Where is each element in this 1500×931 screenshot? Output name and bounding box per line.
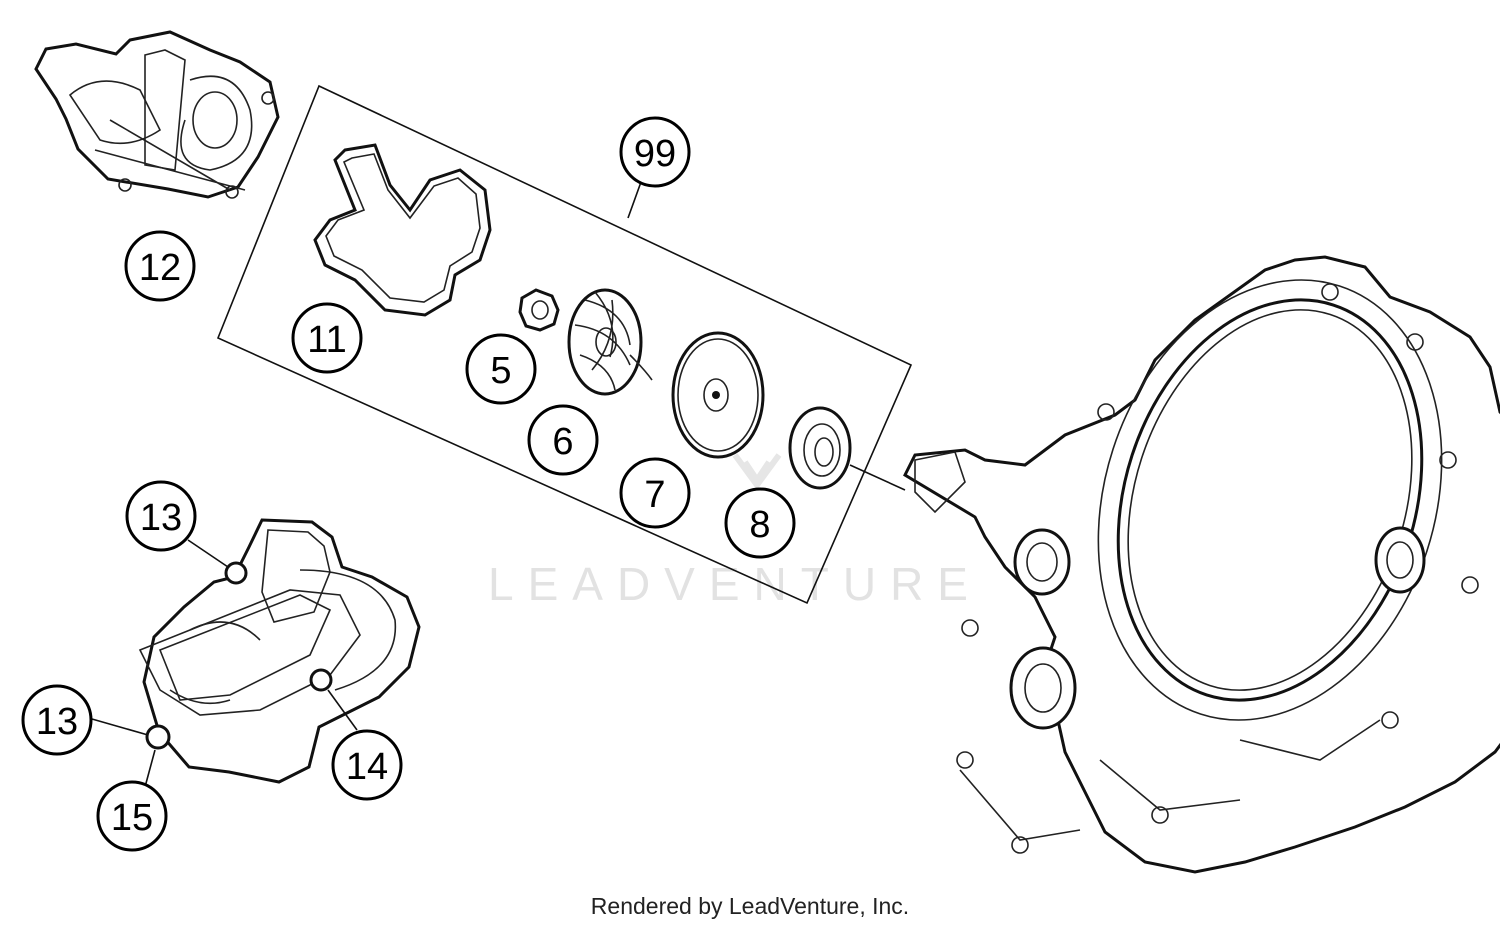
callout-12-label: 12 bbox=[139, 247, 181, 289]
callout-12: 12 bbox=[124, 230, 196, 302]
part-7-shaft-disc bbox=[671, 331, 765, 459]
callout-15-label: 15 bbox=[111, 797, 153, 839]
callout-13-bottom-label: 13 bbox=[36, 701, 78, 743]
part-6-impeller bbox=[567, 288, 653, 396]
callout-99: 99 bbox=[619, 116, 691, 188]
callout-13-bottom: 13 bbox=[21, 684, 93, 756]
callout-11: 11 bbox=[291, 302, 363, 374]
part-12-pump-cover bbox=[34, 30, 280, 199]
callout-99-label: 99 bbox=[634, 133, 676, 175]
part-5-nut bbox=[518, 288, 560, 332]
part-14-pump-cover bbox=[138, 518, 421, 784]
part-8-seal bbox=[788, 406, 852, 490]
callout-6: 6 bbox=[527, 404, 599, 476]
callout-7: 7 bbox=[619, 457, 691, 529]
callout-13-top-label: 13 bbox=[140, 497, 182, 539]
callout-6-label: 6 bbox=[552, 421, 573, 463]
callout-5: 5 bbox=[465, 333, 537, 405]
leader-lines bbox=[91, 181, 906, 788]
callout-13-top: 13 bbox=[125, 480, 197, 552]
callout-7-label: 7 bbox=[644, 474, 665, 516]
clutch-cover bbox=[903, 255, 1500, 874]
callout-5-label: 5 bbox=[490, 350, 511, 392]
part-11-gasket bbox=[313, 143, 492, 317]
callout-14-label: 14 bbox=[346, 746, 388, 788]
callout-8: 8 bbox=[724, 487, 796, 559]
callout-8-label: 8 bbox=[749, 504, 770, 546]
watermark-text: LEADVENTURE bbox=[488, 558, 982, 610]
callout-15: 15 bbox=[96, 780, 168, 852]
callout-11-label: 11 bbox=[307, 319, 346, 361]
kit-boundary-box bbox=[216, 84, 913, 605]
callout-14: 14 bbox=[331, 729, 403, 801]
render-credit: Rendered by LeadVenture, Inc. bbox=[590, 893, 910, 919]
